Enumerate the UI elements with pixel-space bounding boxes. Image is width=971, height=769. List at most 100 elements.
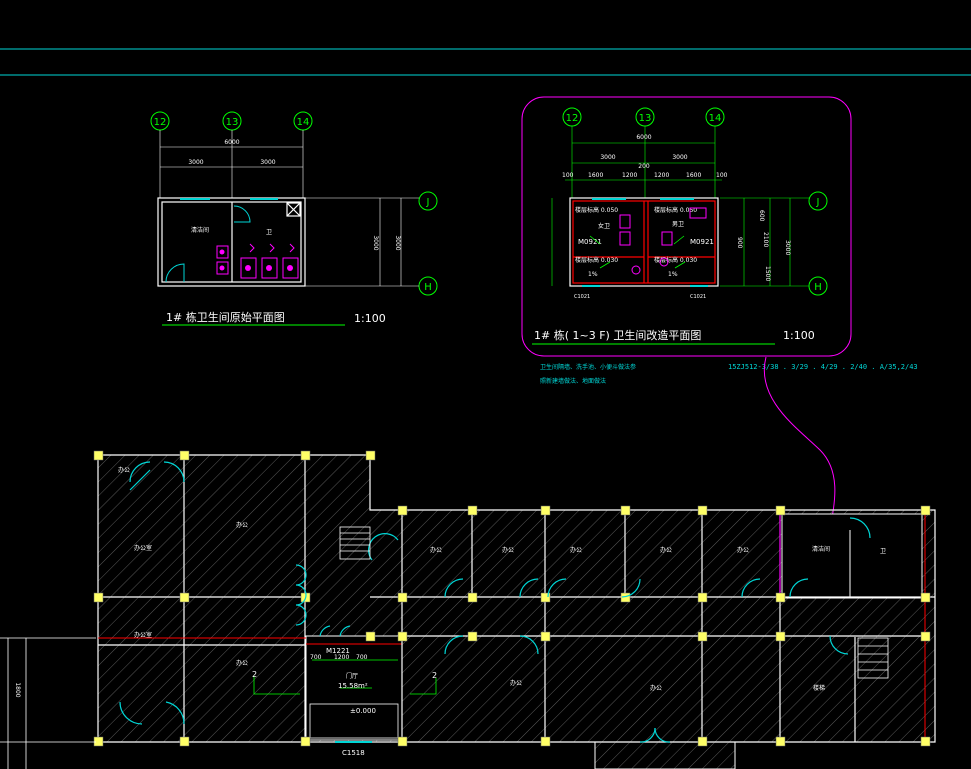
svg-text:楼层标高 0.030: 楼层标高 0.030 [654,256,697,264]
svg-text:办公: 办公 [236,521,248,529]
revision-leader-line [763,356,836,529]
svg-text:1%: 1% [668,271,678,278]
svg-text:办公: 办公 [502,546,514,554]
svg-text:H: H [424,282,432,293]
svg-text:J: J [816,197,820,208]
svg-text:1%: 1% [588,271,598,278]
svg-text:办公: 办公 [510,679,522,687]
door-arc-left [165,263,185,283]
room-label-left: 清洁间 [191,226,209,234]
entrance-porch [594,741,736,769]
section-mark-right: 2 [432,671,437,680]
plan2-door-right: M0921 [690,238,714,246]
axis-bubble-13: 13 [222,111,242,131]
floor-elevation: ±0.000 [350,707,376,715]
svg-text:600: 600 [758,210,765,222]
axis-bubble-14: 14 [293,111,313,131]
svg-text:卫: 卫 [880,548,886,555]
revision-cloud [521,96,852,357]
svg-text:楼梯: 楼梯 [813,684,825,692]
dim-left: 3000 [188,159,203,166]
svg-text:清洁间: 清洁间 [812,545,830,553]
svg-text:1500: 1500 [764,266,771,281]
svg-text:12: 12 [154,117,167,128]
plan2-dimension-lines [551,126,809,287]
svg-text:C1021: C1021 [690,294,706,300]
svg-text:1600: 1600 [588,172,603,179]
renovated-toilet-plan[interactable]: 12 13 14 J H [521,96,918,385]
svg-text:办公: 办公 [236,659,248,667]
svg-text:楼层标高 0.050: 楼层标高 0.050 [575,206,618,214]
hall-name: 门厅 [346,672,358,680]
svg-text:办公室: 办公室 [134,631,152,639]
plan2-axis-j: J [808,191,828,211]
svg-text:办公: 办公 [570,546,582,554]
plan1-fixture-dots [219,249,293,271]
svg-text:办公: 办公 [650,684,662,692]
plan2-scale: 1:100 [783,329,815,342]
plan2-dim-total: 6000 [636,134,651,141]
toilet-block [781,513,923,599]
axis-bubble-h: H [418,276,438,296]
structural-columns [93,450,931,747]
svg-text:2100: 2100 [762,232,769,247]
plan2-fixtures [619,207,707,275]
stair-symbols [339,526,889,679]
plan2-note-line-1: 卫生间隔墙、洗手池、小便斗做法参 [540,363,636,371]
plan2-axis-12: 12 [562,107,582,127]
plan2-room-labels: 楼层标高 0.050 楼层标高 0.050 楼层标高 0.030 楼层标高 0.… [575,206,697,278]
stair-dim-b: 1200 [334,654,349,661]
svg-text:3000: 3000 [784,240,791,255]
top-guide-lines [0,48,971,76]
left-external-dim [0,637,96,769]
plan2-walls [569,197,719,287]
svg-text:13: 13 [226,117,239,128]
plan2-sub-dims: 100 1600 1200 1200 1600 100 [562,172,728,179]
dim-height-2: 3000 [394,235,401,250]
plan1-fixtures [216,243,299,279]
stair-dim-a: 700 [310,654,322,661]
plan2-axis-h: H [808,276,828,296]
svg-text:12: 12 [566,113,579,124]
dim-total: 6000 [224,139,239,146]
plan2-dim-left: 3000 [600,154,615,161]
svg-text:办公室: 办公室 [134,544,152,552]
svg-text:办公: 办公 [430,546,442,554]
main-floor-plan[interactable]: 2 2 M1221 700 1200 700 门厅 15.58m² ±0.000… [0,450,936,769]
plan2-vertical-dims: 600 900 1500 3000 2100 [736,210,791,281]
svg-text:14: 14 [297,117,310,128]
plan2-note-line-2: 照新建墙做法、地面做法 [540,377,606,385]
svg-text:900: 900 [736,237,743,249]
door-arc-right [233,205,251,223]
main-window-label: C1518 [342,749,365,757]
axis-bubble-12: 12 [150,111,170,131]
original-toilet-plan[interactable]: 12 13 14 J H 6000 [150,111,438,326]
section-markers [253,659,437,695]
svg-text:办公: 办公 [660,546,672,554]
axis-bubble-j: J [418,191,438,211]
plan2-title: 1# 栋( 1~3 F) 卫生间改造平面图 [534,328,701,342]
svg-text:100: 100 [716,172,728,179]
plan2-axis-14: 14 [705,107,725,127]
svg-text:H: H [814,282,822,293]
stair-door-label: M1221 [326,647,350,655]
plan2-reference: 15ZJ512-3/38 . 3/29 . 4/29 . 2/40 . A/35… [728,363,918,371]
room-label-right: 卫 [266,229,272,236]
plan2-window-labels: C1021 C1021 [574,294,706,300]
stair-dim-c: 700 [356,654,368,661]
svg-text:楼层标高 0.050: 楼层标高 0.050 [654,206,697,214]
door-swings [119,461,871,743]
svg-text:女卫: 女卫 [598,222,610,230]
svg-text:楼层标高 0.030: 楼层标高 0.030 [575,256,618,264]
svg-text:14: 14 [709,113,722,124]
left-dim-label: 1800 [14,682,21,697]
svg-text:C1021: C1021 [574,294,590,300]
svg-text:1200: 1200 [622,172,637,179]
plan2-dim-right: 3000 [672,154,687,161]
svg-text:1600: 1600 [686,172,701,179]
svg-text:J: J [426,197,430,208]
svg-text:办公: 办公 [118,466,130,474]
plan2-door-left: M0921 [578,238,602,246]
svg-text:男卫: 男卫 [672,221,684,228]
